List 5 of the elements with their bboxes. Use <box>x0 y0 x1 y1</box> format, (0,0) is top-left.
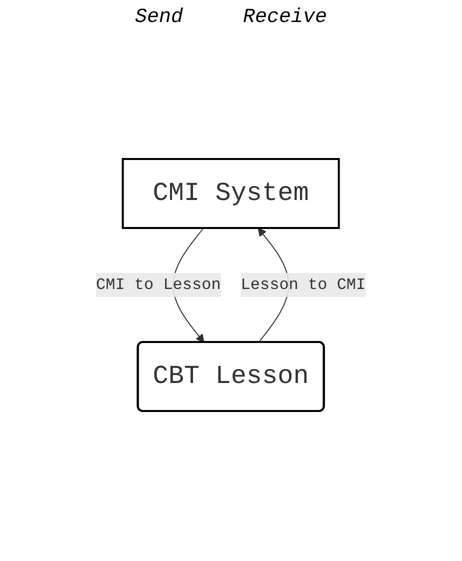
arrow-caption: Send <box>134 6 183 29</box>
edge-label: Lesson to CMI <box>240 276 366 294</box>
edge-label: CMI to Lesson <box>96 276 222 294</box>
node-box: CMI System <box>122 158 340 229</box>
arrow-caption: Receive <box>243 6 328 29</box>
